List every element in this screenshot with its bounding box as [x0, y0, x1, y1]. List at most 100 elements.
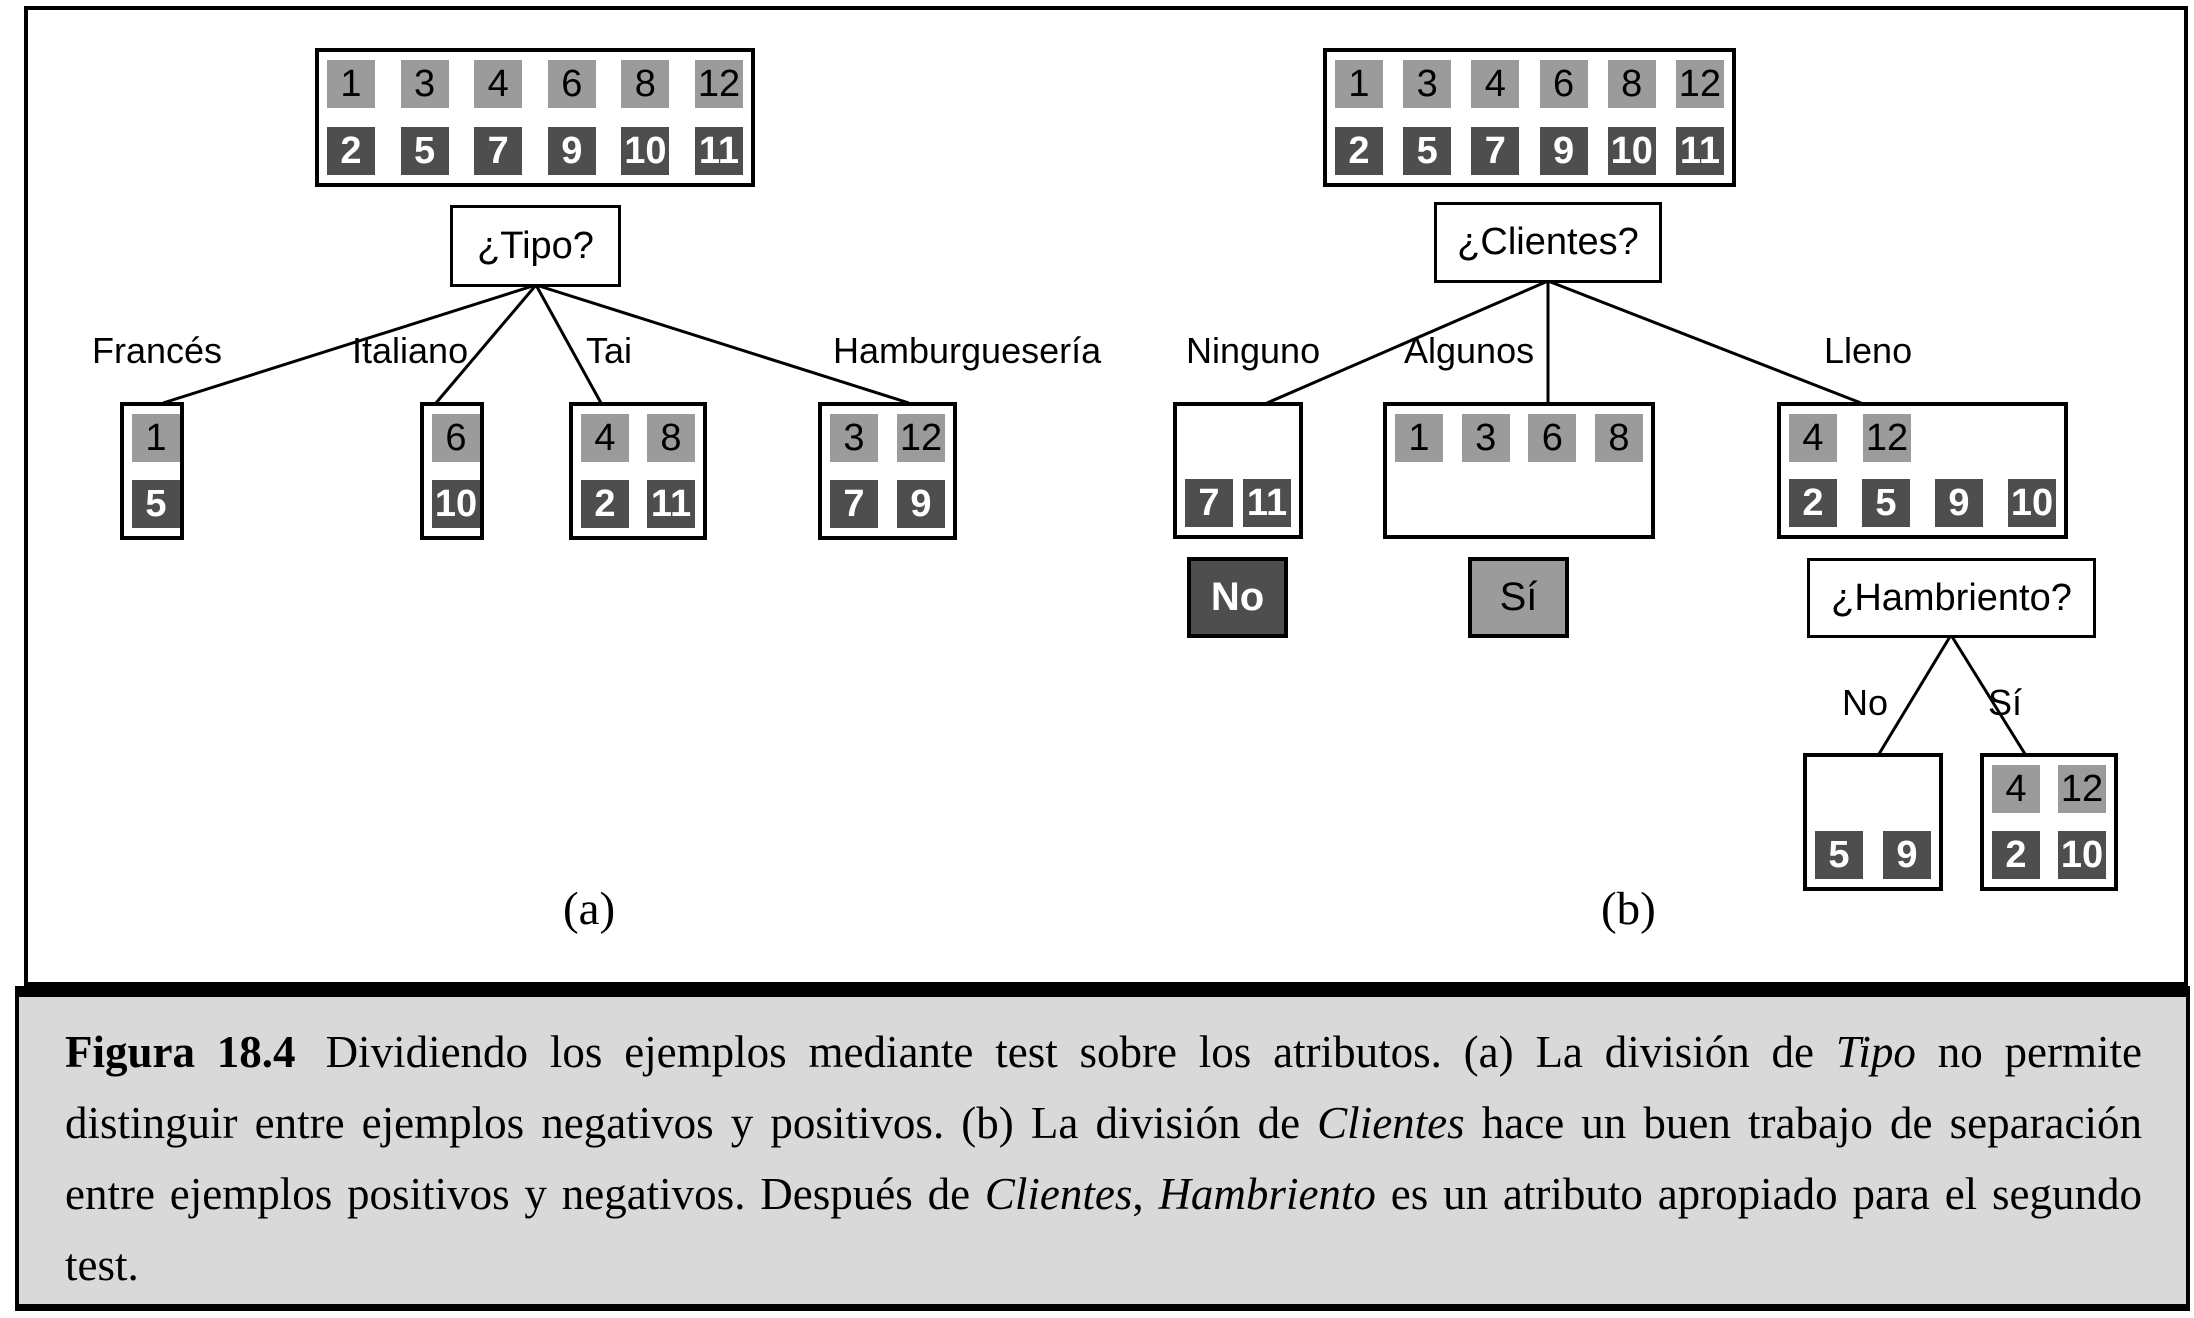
- examples-box-hamburgueseria: 3 12 7 9: [818, 402, 957, 540]
- negative-row: 7 11: [1185, 479, 1291, 527]
- positive-example: 12: [2058, 765, 2106, 813]
- caption-segment: Dividiendo los ejemplos mediante test so…: [325, 1027, 1836, 1077]
- negative-row: 2 10: [1992, 831, 2106, 879]
- caption-term-tipo: Tipo: [1835, 1027, 1916, 1077]
- negative-example: 11: [1675, 127, 1724, 175]
- positive-example: 8: [647, 414, 695, 462]
- negative-example: 2: [1335, 127, 1383, 175]
- figure-number: Figura 18.4: [65, 1027, 296, 1077]
- positive-example: 4: [1789, 414, 1837, 462]
- positive-row: 1 3 4 6 8 12: [1335, 60, 1724, 108]
- positive-example: 8: [1607, 60, 1656, 108]
- negative-row: 2 5 7 9 10 11: [327, 127, 743, 175]
- positive-example: 6: [432, 414, 480, 462]
- negative-example: 5: [1862, 479, 1910, 527]
- positive-example: 4: [581, 414, 629, 462]
- negative-example: 5: [132, 480, 180, 528]
- branch-label-ninguno: Ninguno: [1186, 330, 1321, 371]
- positive-row: 4 12: [1789, 414, 2056, 462]
- caption-term-clientes: Clientes: [984, 1169, 1133, 1219]
- negative-example: 2: [1789, 479, 1837, 527]
- branch-label-hambriento-si: Sí: [1988, 682, 2023, 723]
- leaf-answer-no: No: [1187, 557, 1288, 638]
- negative-example: 10: [432, 480, 480, 528]
- positive-example: 6: [1539, 60, 1588, 108]
- positive-example: 3: [830, 414, 878, 462]
- positive-example: 12: [1863, 414, 1911, 462]
- positive-example: 12: [1675, 60, 1724, 108]
- positive-row: 4 8: [581, 414, 695, 462]
- positive-example: 6: [1528, 414, 1577, 462]
- positive-example: 3: [1403, 60, 1452, 108]
- caption-segment: es un atributo apropiado para el segundo…: [65, 1169, 2142, 1290]
- negative-example: 10: [1607, 127, 1656, 175]
- positive-example: 1: [132, 414, 180, 462]
- branch-label-hambriento-no: No: [1842, 682, 1889, 723]
- attribute-test-hambriento: ¿Hambriento?: [1807, 558, 2096, 638]
- negative-example: 2: [327, 127, 375, 175]
- examples-box-frances: 1 5: [120, 402, 184, 540]
- examples-box-hambriento-no: 5 9: [1803, 753, 1943, 891]
- figure-caption: Figura 18.4 Dividiendo los ejemplos media…: [65, 1017, 2142, 1301]
- negative-example: 2: [581, 480, 629, 528]
- examples-box-tai: 4 8 2 11: [569, 402, 707, 540]
- branch-label-hamburgueseria: Hamburguesería: [833, 330, 1102, 371]
- positive-example: 8: [1594, 414, 1643, 462]
- panel-label-a: (a): [563, 883, 616, 935]
- branch-label-italiano: Italiano: [352, 330, 469, 371]
- examples-box-hambriento-si: 4 12 2 10: [1980, 753, 2118, 891]
- caption-segment: ,: [1132, 1169, 1159, 1219]
- caption-segment: hace un buen trabajo de separación entre…: [65, 1098, 2143, 1219]
- attribute-test-tipo: ¿Tipo?: [450, 205, 621, 287]
- negative-example: 7: [1471, 127, 1520, 175]
- negative-row: 7 9: [830, 480, 945, 528]
- positive-example: 6: [547, 60, 596, 108]
- positive-example: 1: [1395, 414, 1443, 462]
- positive-example: 1: [1335, 60, 1383, 108]
- negative-example: 9: [1935, 479, 1983, 527]
- positive-example: 12: [694, 60, 743, 108]
- negative-row: 2 11: [581, 480, 695, 528]
- branch-label-lleno: Lleno: [1824, 330, 1913, 371]
- negative-row-empty: [1395, 479, 1643, 527]
- negative-example: 2: [1992, 831, 2040, 879]
- positive-row: 1 3 6 8: [1395, 414, 1643, 462]
- positive-row: 1: [132, 414, 180, 462]
- examples-box-lleno: 4 12 2 5 9 10: [1777, 402, 2068, 539]
- negative-example: 5: [1403, 127, 1452, 175]
- caption-panel: Figura 18.4 Dividiendo los ejemplos media…: [15, 986, 2190, 1311]
- attribute-test-clientes: ¿Clientes?: [1434, 202, 1662, 283]
- positive-example: 4: [474, 60, 523, 108]
- positive-example: 12: [897, 414, 945, 462]
- examples-box-italiano: 6 10: [420, 402, 484, 540]
- caption-term-clientes: Clientes: [1317, 1098, 1465, 1148]
- positive-row: 3 12: [830, 414, 945, 462]
- negative-row: 5: [132, 480, 180, 528]
- negative-example: 11: [1243, 479, 1291, 527]
- negative-example: 9: [897, 480, 945, 528]
- negative-example: 7: [830, 480, 878, 528]
- branch-label-frances: Francés: [92, 330, 223, 371]
- branch-label-tai: Tai: [586, 330, 633, 371]
- positive-example: 3: [1461, 414, 1510, 462]
- negative-example: 7: [1185, 479, 1233, 527]
- examples-box-b-root: 1 3 4 6 8 12 2 5 7 9 10 11: [1323, 48, 1736, 187]
- positive-row: 4 12: [1992, 765, 2106, 813]
- examples-box-a-root: 1 3 4 6 8 12 2 5 7 9 10 11: [315, 48, 755, 187]
- negative-example: 10: [621, 127, 670, 175]
- negative-row: 5 9: [1815, 831, 1931, 879]
- positive-example: 4: [1992, 765, 2040, 813]
- negative-row: 10: [432, 480, 480, 528]
- negative-example: 11: [647, 480, 695, 528]
- leaf-answer-si: Sí: [1468, 557, 1569, 638]
- positive-example: 4: [1471, 60, 1520, 108]
- positive-example: 3: [400, 60, 449, 108]
- positive-example: 1: [327, 60, 375, 108]
- examples-box-algunos: 1 3 6 8: [1383, 402, 1655, 539]
- positive-row: 1 3 4 6 8 12: [327, 60, 743, 108]
- positive-row-empty: [1815, 765, 1931, 813]
- positive-example: 8: [621, 60, 670, 108]
- negative-example: 10: [2058, 831, 2106, 879]
- negative-example: 9: [547, 127, 596, 175]
